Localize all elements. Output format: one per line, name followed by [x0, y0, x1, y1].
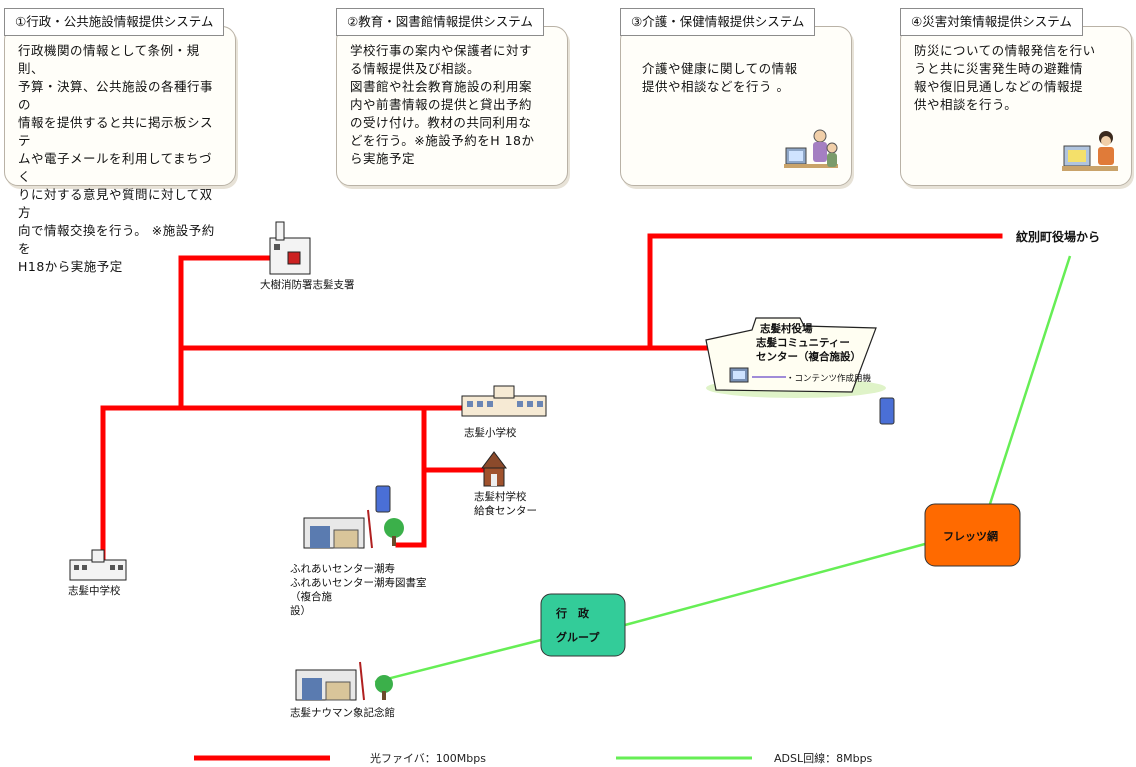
legend: 光ファイバ：100Mbps ADSL回線：8Mbps	[194, 751, 873, 765]
town-hall-label: 紋別町役場から	[1016, 229, 1100, 244]
adsl-network	[374, 255, 1072, 684]
info-panel-3: ③介護・保健情報提供システム 介護や健康に関しての情報 提供や相談などを行う 。	[620, 8, 852, 186]
center-sublabel: ・コンテンツ作成用機	[786, 373, 872, 384]
panel-title: ①行政・公共施設情報提供システム	[4, 8, 225, 36]
center-label-1: 志髪村役場	[760, 322, 813, 335]
fureai-center-icon	[303, 509, 404, 549]
admin-group-box	[540, 593, 626, 657]
lunch-center-label-1: 志髪村学校	[474, 490, 527, 503]
adsl-line-townhall-flets	[988, 255, 1072, 505]
panel-title: ②教育・図書館情報提供システム	[336, 8, 544, 36]
lunch-center-label-2: 給食センター	[474, 504, 537, 517]
legend-adsl-label: ADSL回線：8Mbps	[774, 751, 873, 765]
panel-text: 学校行事の案内や保護者に対す る情報提供及び相談。 図書館や社会教育施設の利用案…	[350, 43, 535, 166]
info-panel-1: ①行政・公共施設情報提供システム 行政機関の情報として条例・規則、 予算・決算、…	[4, 8, 236, 274]
info-panel-2: ②教育・図書館情報提供システム 学校行事の案内や保護者に対す る情報提供及び相談…	[336, 8, 568, 186]
community-center-icon	[705, 317, 895, 425]
panel-card	[4, 26, 236, 186]
fureai-label-3: （複合施	[290, 590, 332, 603]
panel-title: ③介護・保健情報提供システム	[620, 8, 816, 36]
admin-group-label-1: 行 政	[555, 606, 590, 620]
admin-group-label-2: グループ	[556, 630, 600, 644]
flets-network-box	[924, 503, 1021, 567]
fiber-network	[100, 233, 1003, 563]
junior-high-label: 志髪中学校	[68, 584, 121, 597]
fureai-label-1: ふれあいセンター潮寿	[290, 562, 395, 575]
care-consultation-illustration	[784, 129, 838, 168]
legend-fiber-label: 光ファイバ：100Mbps	[370, 751, 486, 765]
elementary-school-label: 志髪小学校	[464, 426, 517, 439]
adsl-line-admin-naumann	[374, 638, 542, 684]
center-label-3: センター（複合施設）	[756, 350, 861, 363]
adsl-line-flets-admin	[624, 542, 926, 627]
fureai-label-4: 設）	[290, 604, 311, 617]
terminal-icon	[375, 485, 391, 513]
junior-high-school-icon	[69, 549, 127, 581]
center-label-2: 志髪コミュニティー	[756, 336, 850, 349]
elementary-school-icon	[461, 385, 547, 417]
panel-text: 防災についての情報発信を行い うと共に災害発生時の避難情 報や復旧見通しなどの情…	[914, 43, 1096, 112]
disaster-info-illustration	[1062, 131, 1118, 171]
panel-title: ④災害対策情報提供システム	[900, 8, 1083, 36]
fiber-line-branch	[395, 405, 427, 548]
lunch-center-icon	[481, 451, 507, 487]
fire-station-icon	[269, 221, 311, 275]
panel-text: 介護や健康に関しての情報 提供や相談などを行う 。	[642, 61, 798, 94]
panel-text: 行政機関の情報として条例・規則、 予算・決算、公共施設の各種行事の 情報を提供す…	[18, 43, 215, 274]
fire-station-label: 大樹消防署志髪支署	[260, 278, 355, 291]
flets-network-label: フレッツ網	[943, 529, 998, 543]
naumann-museum-label: 志髪ナウマン象記念館	[290, 706, 395, 719]
info-panel-4: ④災害対策情報提供システム 防災についての情報発信を行い うと共に災害発生時の避…	[900, 8, 1132, 186]
panel-card	[336, 26, 568, 186]
fiber-line-main	[178, 233, 1003, 351]
fureai-label-2: ふれあいセンター潮寿図書室	[290, 576, 427, 589]
naumann-museum-icon	[295, 661, 393, 701]
